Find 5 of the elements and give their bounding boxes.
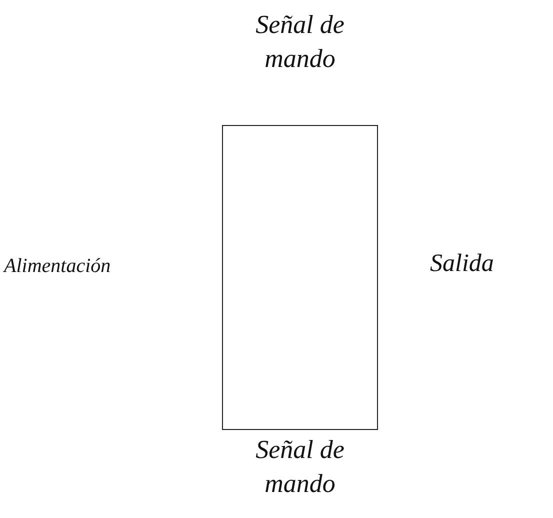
signal-label: Alimentación	[4, 254, 112, 279]
empty-block	[222, 125, 378, 430]
signal-label: Salida	[430, 249, 495, 279]
signal-label: Señal de mando	[254, 434, 346, 500]
signal-label: Señal de mando	[254, 9, 346, 75]
